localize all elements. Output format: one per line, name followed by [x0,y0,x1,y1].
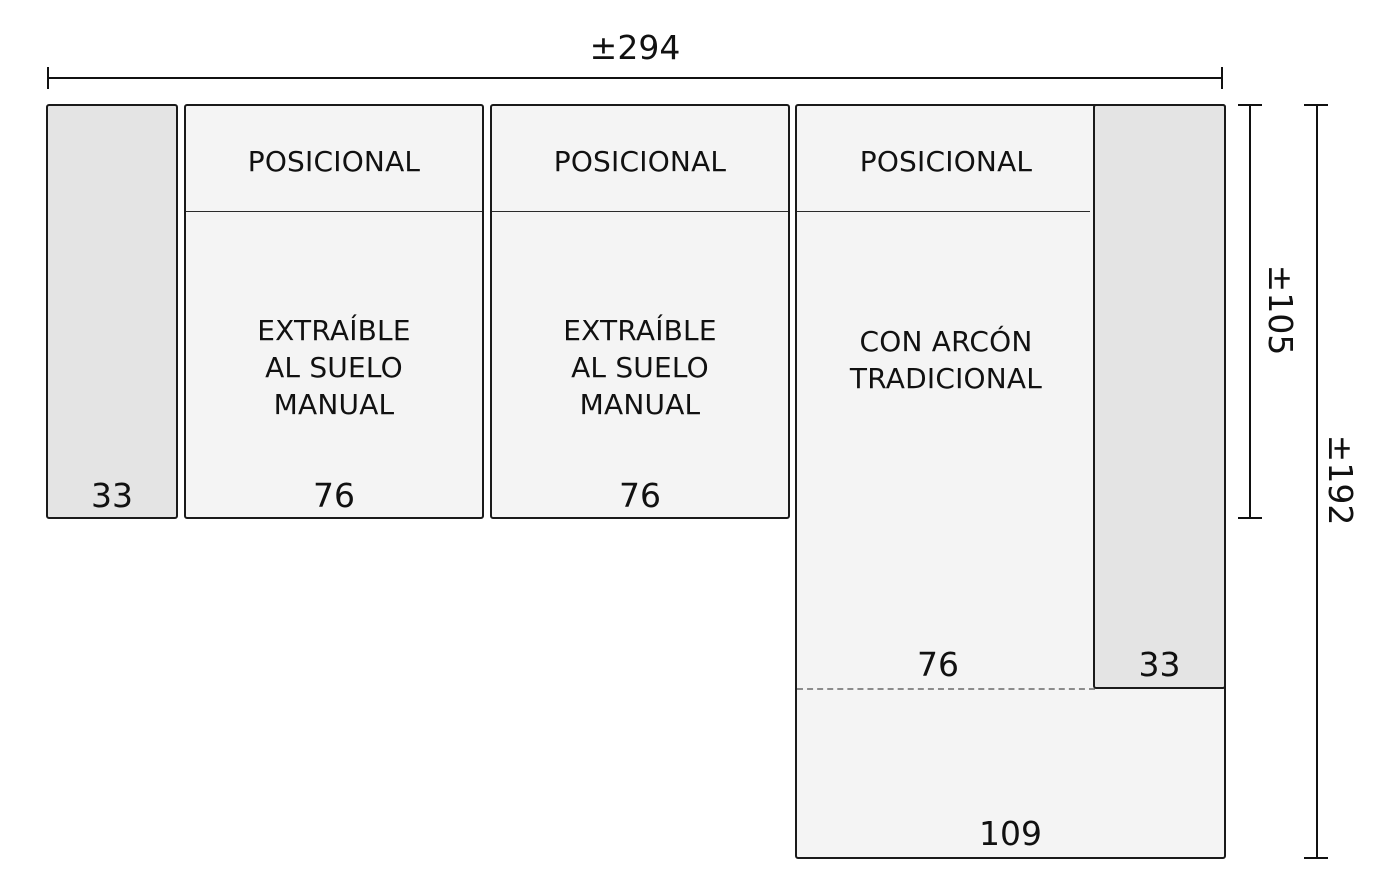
chaise-length-label: ±192 [1321,434,1360,526]
total-width-tick-right [1221,67,1223,89]
chaise-length-tick-bottom [1304,857,1328,859]
seat-depth-label: ±105 [1261,264,1300,356]
seat-module-2: POSICIONAL EXTRAÍBLE AL SUELO MANUAL 76 [490,104,790,519]
chaise-length-line [1316,104,1318,859]
seat-depth-line [1249,104,1251,519]
seat-2-width: 76 [619,476,661,515]
chaise-length-tick-top [1304,104,1328,106]
seat-1-header: POSICIONAL [247,145,421,178]
seat-1-width: 76 [313,476,355,515]
chaise-end-width: 109 [979,814,1042,853]
total-width-tick-left [47,67,49,89]
total-width-label: ±294 [589,28,681,67]
seat-2-body-label: EXTRAÍBLE AL SUELO MANUAL [563,314,717,421]
chaise-seat-width: 76 [917,645,959,684]
chaise-body-label: CON ARCÓN TRADICIONAL [849,325,1043,395]
seat-1-body-label: EXTRAÍBLE AL SUELO MANUAL [257,314,411,421]
left-arm-width: 33 [91,476,133,515]
seat-1-header-divider [186,211,482,212]
total-width-line [47,77,1223,79]
seat-2-header: POSICIONAL [553,145,727,178]
seat-depth-tick-top [1238,104,1262,106]
chaise-header: POSICIONAL [859,145,1033,178]
chaise-dashed-divider [797,688,1095,690]
seat-depth-tick-bottom [1238,517,1262,519]
seat-2-header-divider [492,211,788,212]
seat-module-1: POSICIONAL EXTRAÍBLE AL SUELO MANUAL 76 [184,104,484,519]
right-arm-module: 33 [1093,104,1226,689]
left-arm-module: 33 [46,104,178,519]
chaise-header-divider [797,211,1090,212]
right-arm-width: 33 [1138,645,1181,684]
